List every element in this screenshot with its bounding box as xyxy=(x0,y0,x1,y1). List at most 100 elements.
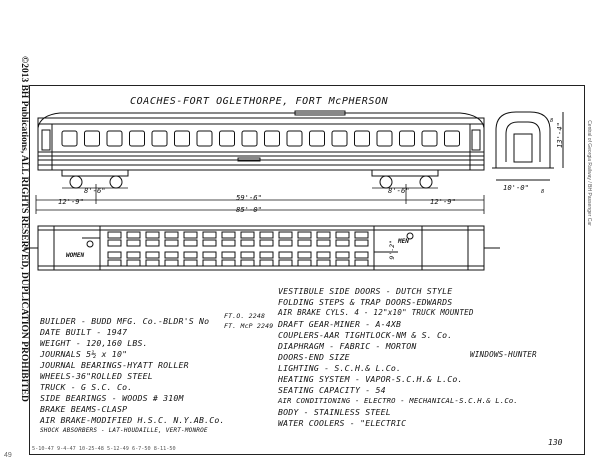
car-window xyxy=(106,130,123,147)
spec-water-coolers: WATER COOLERS - "ELECTRIC xyxy=(278,418,407,428)
coach-seat xyxy=(202,259,217,267)
spec-body: BODY - STAINLESS STEEL xyxy=(278,407,391,417)
spec-wheels: WHEELS-36"ROLLED STEEL xyxy=(40,371,153,381)
coach-seat xyxy=(259,251,274,259)
coach-seat xyxy=(335,259,350,267)
spec-doors-end: DOORS-END SIZE xyxy=(278,352,350,362)
coach-seat xyxy=(164,231,179,239)
coach-seat xyxy=(202,251,217,259)
coach-seat xyxy=(145,259,160,267)
coach-seat xyxy=(126,239,141,247)
spec-journal-bearings: JOURNAL BEARINGS-HYATT ROLLER xyxy=(40,360,189,370)
spec-truck: TRUCK - G S.C. Co. xyxy=(40,382,133,392)
coach-seat xyxy=(297,251,312,259)
mens-room-label: MEN xyxy=(398,238,409,245)
spec-side-bearings: SIDE BEARINGS - WOODS # 310M xyxy=(40,393,184,403)
car-window xyxy=(421,130,438,147)
spec-folding-steps: FOLDING STEPS & TRAP DOORS-EDWARDS xyxy=(278,297,453,307)
coach-seat xyxy=(145,231,160,239)
car-window xyxy=(264,130,280,147)
spec-heating: HEATING SYSTEM - VAPOR-S.C.H.& L.Co. xyxy=(278,374,463,384)
coach-seat xyxy=(202,239,217,247)
car-end-view xyxy=(492,111,564,181)
coach-seat xyxy=(316,231,331,239)
coach-seat xyxy=(316,251,331,259)
spec-weight: WEIGHT - 120,160 LBS. xyxy=(40,338,148,348)
builder-number-ftmcp: FT. McP 2249 xyxy=(224,322,274,330)
spec-journals: JOURNALS 5½ x 10" xyxy=(40,349,128,359)
coach-seat xyxy=(202,231,217,239)
coach-seat xyxy=(221,251,236,259)
plan-width-dimension: 9'-2" xyxy=(388,240,396,260)
coach-seat xyxy=(221,239,236,247)
spec-date-built: DATE BUILT - 1947 xyxy=(40,327,128,337)
left-page-number: 49 xyxy=(4,452,12,459)
coach-seat xyxy=(335,251,350,259)
coach-seat xyxy=(354,251,369,259)
car-window xyxy=(196,130,213,147)
spec-windows: WINDOWS-HUNTER xyxy=(470,350,537,359)
dimension-lines xyxy=(35,184,485,214)
coach-seat xyxy=(240,231,255,239)
coach-seat xyxy=(183,251,198,259)
coach-seat xyxy=(316,259,331,267)
coach-seat xyxy=(335,239,350,247)
truck-centers-dimension: 59'-6" xyxy=(236,193,262,202)
coach-seat xyxy=(126,259,141,267)
coach-seat xyxy=(164,251,179,259)
coach-seat xyxy=(164,239,179,247)
spec-couplers: COUPLERS-AAR TIGHTLOCK-NM & S. Co. xyxy=(278,330,453,340)
spec-shock-absorbers: SHOCK ABSORBERS - LAT-HOUDAILLE, VERT-MO… xyxy=(40,427,208,434)
spec-air-conditioning: AIR CONDITIONING - ELECTRO - MECHANICAL-… xyxy=(278,396,518,405)
coach-seat xyxy=(278,259,293,267)
car-window xyxy=(354,130,370,147)
spec-diaphragm: DIAPHRAGM - FABRIC - MORTON xyxy=(278,341,417,351)
spec-air-brake-cyls: AIR BRAKE CYLS. 4 - 12"x10" TRUCK MOUNTE… xyxy=(278,308,474,317)
coach-seat xyxy=(240,239,255,247)
spec-seating: SEATING CAPACITY - 54 xyxy=(278,385,386,395)
coach-seat xyxy=(107,239,122,247)
coach-seat xyxy=(145,251,160,259)
truck-left-dimension: 8'-6" xyxy=(84,186,106,195)
end-height-dimension: 13'-4" xyxy=(555,122,564,148)
revision-dates: 5-10-47 9-4-47 10-25-48 5-12-49 6-7-50 8… xyxy=(32,446,176,452)
coach-seat xyxy=(107,251,122,259)
coach-seat xyxy=(297,231,312,239)
end-height-fraction: 8 xyxy=(550,118,554,124)
car-window xyxy=(151,130,168,147)
coach-seat xyxy=(145,239,160,247)
coach-seat xyxy=(259,231,274,239)
coach-seat xyxy=(183,231,198,239)
car-window xyxy=(331,130,348,147)
end-width-fraction: 8 xyxy=(541,189,545,195)
spec-draft-gear: DRAFT GEAR-MINER - A-4XB xyxy=(278,319,402,329)
diagram-frame xyxy=(29,85,585,455)
coach-seat xyxy=(164,259,179,267)
coach-seat xyxy=(354,239,369,247)
car-window xyxy=(286,130,303,147)
coach-seat xyxy=(297,239,312,247)
spec-vestibule-doors: VESTIBULE SIDE DOORS - DUTCH STYLE xyxy=(278,286,453,296)
diagram-title: COACHES-FORT OGLETHORPE, FORT McPHERSON xyxy=(130,96,389,107)
spec-builder: BUILDER - BUDD MFG. Co.-BLDR'S No xyxy=(40,316,210,326)
car-window xyxy=(61,130,78,147)
coach-seat xyxy=(316,239,331,247)
car-window xyxy=(174,130,190,147)
end-left-dimension: 12'-9" xyxy=(58,197,84,206)
truck-right-dimension: 8'-6" xyxy=(388,186,410,195)
car-window xyxy=(309,130,325,147)
coach-seat xyxy=(354,231,369,239)
car-window xyxy=(399,130,415,147)
coach-seat xyxy=(183,259,198,267)
coach-seat xyxy=(240,251,255,259)
spec-brake-beams: BRAKE BEAMS-CLASP xyxy=(40,404,128,414)
coach-seat xyxy=(335,231,350,239)
end-right-dimension: 12'-9" xyxy=(430,197,456,206)
coach-seat xyxy=(259,239,274,247)
womens-room-label: WOMEN xyxy=(66,252,85,259)
coach-seat xyxy=(221,231,236,239)
coach-seat xyxy=(354,259,369,267)
car-window xyxy=(129,130,145,147)
overall-length-dimension: 85'-0" xyxy=(236,205,262,214)
